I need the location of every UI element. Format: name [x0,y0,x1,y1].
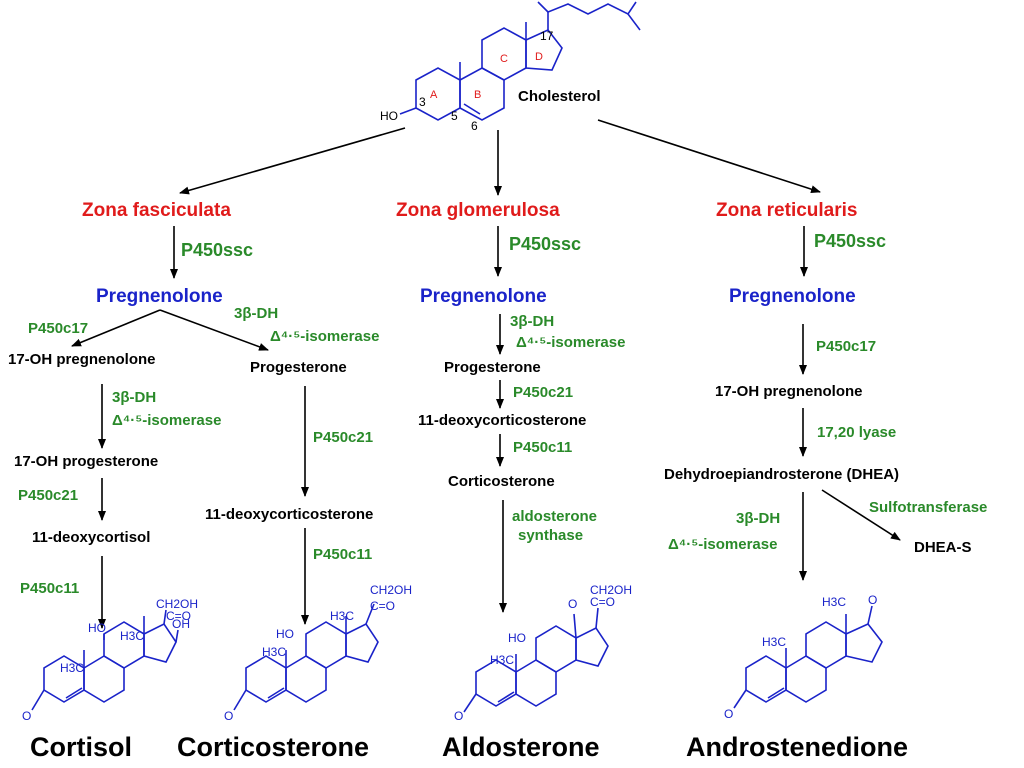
glom-aldosterone-synthase-2: synthase [518,527,583,544]
ring-c-label: C [500,53,508,65]
androstenedione-h3c-1: H3C [762,635,786,649]
cortisol-o-label: O [22,709,31,723]
corticosterone-co: C=O [370,599,395,613]
corticosterone-h3c-2: H3C [330,609,354,623]
glom-pregnenolone: Pregnenolone [420,286,547,307]
fasc-left-3bdh: 3β-DH [112,389,156,406]
fasc-enzyme-p450c17: P450c17 [28,320,88,337]
fasc-left-p450c21: P450c21 [18,487,78,504]
glom-11-deoxycorticosterone: 11-deoxycorticosterone [418,412,586,429]
ret-3bdh: 3β-DH [736,510,780,527]
cortisol-ch2oh: CH2OH [156,597,198,611]
fasc-right-3bdh: 3β-DH [234,305,278,322]
aldosterone-ch2oh: CH2OH [590,583,632,597]
zone-glomerulosa-title: Zona glomerulosa [396,200,560,221]
final-aldosterone: Aldosterone [442,732,600,762]
corticosterone-ho: HO [276,627,294,641]
androstenedione-o-2: O [868,593,877,607]
ret-pregnenolone: Pregnenolone [729,286,856,307]
aldosterone-h3c: H3C [490,653,514,667]
aldosterone-structure: O H3C HO O C=O CH2OH [454,583,632,723]
ret-p450c17: P450c17 [816,338,876,355]
cortisol-structure: O H3C HO H3C OH C=O CH2OH [22,597,198,723]
aldosterone-ho: HO [508,631,526,645]
androstenedione-o-1: O [724,707,733,721]
arrow-fasc-right-branch [159,309,269,351]
cortisol-h3c-1: H3C [60,661,84,675]
carbon-6-label: 6 [471,119,478,133]
ret-1720-lyase: 17,20 lyase [817,424,896,441]
final-androstenedione: Androstenedione [686,732,908,762]
glom-isomerase: Δ⁴·⁵-isomerase [516,334,625,351]
fasc-right-p450c11: P450c11 [313,546,372,563]
final-corticosterone: Corticosterone [177,732,369,762]
arrow-ret-dhea-s [821,489,901,541]
glom-p450c11: P450c11 [513,439,572,456]
ret-isomerase: Δ⁴·⁵-isomerase [668,536,777,553]
cholesterol-ho-label: HO [380,109,398,123]
arrow-to-reticularis [597,119,821,194]
ret-sulfotransferase: Sulfotransferase [869,499,987,516]
fasc-17oh-progesterone: 17-OH progesterone [14,453,158,470]
corticosterone-ch2oh: CH2OH [370,583,412,597]
corticosterone-h3c-1: H3C [262,645,286,659]
glom-corticosterone: Corticosterone [448,473,555,490]
fasc-progesterone: Progesterone [250,359,347,376]
aldosterone-ald-o: O [568,597,577,611]
arrow-to-fasciculata [179,127,406,195]
fasc-right-isomerase: Δ⁴·⁵-isomerase [270,328,379,345]
fasc-right-p450c21: P450c21 [313,429,373,446]
cholesterol-structure: HO 3 5 6 17 A B C D [380,1,641,133]
glom-progesterone: Progesterone [444,359,541,376]
cortisol-ho: HO [88,621,106,635]
ring-d-label: D [535,51,543,63]
aldosterone-o-label: O [454,709,463,723]
corticosterone-o-label: O [224,709,233,723]
glom-aldosterone-synthase-1: aldosterone [512,508,597,525]
zone-reticularis-title: Zona reticularis [716,200,858,221]
zone-fasciculata-title: Zona fasciculata [82,200,231,221]
glom-3bdh: 3β-DH [510,313,554,330]
cortisol-co: C=O [166,609,191,623]
androstenedione-h3c-2: H3C [822,595,846,609]
fasc-pregnenolone: Pregnenolone [96,286,223,307]
ret-17oh-pregnenolone: 17-OH pregnenolone [715,383,863,400]
ring-b-label: B [474,89,481,101]
ret-enzyme-p450ssc: P450ssc [814,231,886,251]
glom-p450c21: P450c21 [513,384,573,401]
arrow-fasc-left-branch [71,309,161,347]
corticosterone-structure: O H3C HO H3C C=O CH2OH [224,583,412,723]
ret-dhea: Dehydroepiandrosterone (DHEA) [664,466,899,483]
fasc-left-isomerase: Δ⁴·⁵-isomerase [112,412,221,429]
carbon-17-label: 17 [540,29,554,43]
glom-enzyme-p450ssc: P450ssc [509,234,581,254]
fasc-left-p450c11: P450c11 [20,580,79,597]
carbon-5-label: 5 [451,109,458,123]
fasc-17oh-pregnenolone: 17-OH pregnenolone [8,351,156,368]
final-cortisol: Cortisol [30,732,132,762]
carbon-3-label: 3 [419,95,426,109]
fasc-enzyme-p450ssc: P450ssc [181,240,253,260]
cortisol-h3c-2: H3C [120,629,144,643]
ring-a-label: A [430,89,438,101]
cholesterol-label: Cholesterol [518,88,601,105]
cortisol-oh: OH [172,617,190,631]
androstenedione-structure: O H3C H3C O [724,593,883,721]
ret-dhea-s: DHEA-S [914,539,972,556]
aldosterone-co: C=O [590,595,615,609]
fasc-11-deoxycortisol: 11-deoxycortisol [32,529,150,546]
fasc-11-deoxycorticosterone: 11-deoxycorticosterone [205,506,373,523]
